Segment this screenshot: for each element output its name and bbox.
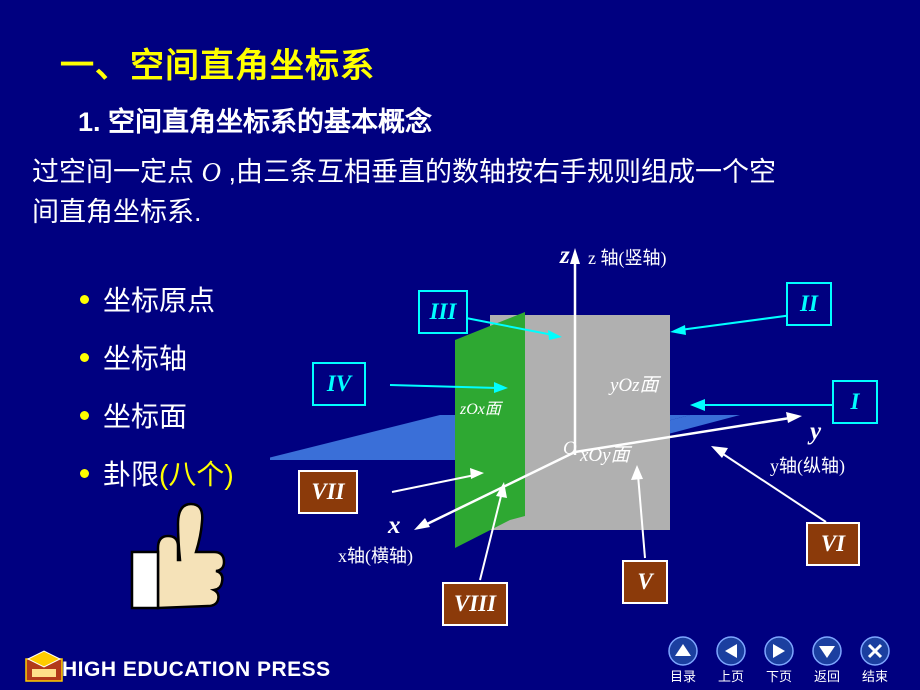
- nav-button-prev[interactable]: 上页: [716, 636, 746, 684]
- octant-tag-VII[interactable]: VII: [298, 470, 358, 514]
- octant-tag-IV[interactable]: IV: [312, 362, 366, 406]
- press-name: HIGH EDUCATION PRESS: [62, 658, 331, 681]
- axis-note-x: x轴(横轴): [338, 546, 413, 566]
- octant-tag-V[interactable]: V: [622, 560, 668, 604]
- bullet-text: 坐标轴: [103, 343, 188, 374]
- triangle-right-icon[interactable]: [764, 636, 794, 666]
- nav-button-end[interactable]: 结束: [860, 636, 890, 684]
- list-item: 卦限(八个): [80, 444, 234, 502]
- axis-note-y: y轴(纵轴): [770, 456, 845, 476]
- triangle-up-icon[interactable]: [668, 636, 698, 666]
- section-subtitle: 1. 空间直角坐标系的基本概念: [78, 107, 433, 137]
- plane-label-xoy: xOy面: [580, 445, 630, 466]
- coordinate-system-diagram: z z 轴(竖轴) y y轴(纵轴) x x轴(横轴) O yOz面 zOx面 …: [260, 230, 910, 630]
- footer-bar: HIGH EDUCATION PRESS 目录 上页: [0, 634, 920, 690]
- bullet-dot-icon: [80, 468, 89, 478]
- plane-label-zox: zOx面: [460, 401, 501, 418]
- triangle-down-icon[interactable]: [812, 636, 842, 666]
- list-item: 坐标原点: [80, 270, 234, 328]
- origin-label: O: [563, 438, 577, 459]
- press-logo-icon: [25, 650, 63, 682]
- octant-tag-VIII[interactable]: VIII: [442, 582, 508, 626]
- footer-nav: 目录 上页 下页: [668, 636, 908, 688]
- bullet-text: 卦限(八个): [103, 459, 234, 490]
- bullet-dot-icon: [80, 294, 89, 304]
- paragraph-part-2: ,由三条互相垂直的数轴按右手规则组成一个空间直角坐标系.: [32, 157, 777, 227]
- paragraph-part-1: 过空间一定点: [32, 157, 202, 187]
- paragraph-point-symbol: O: [201, 157, 222, 187]
- plane-label-yoz: yOz面: [610, 375, 659, 396]
- bullet-text: 坐标原点: [103, 285, 216, 316]
- bullet-dot-icon: [80, 410, 89, 420]
- list-item: 坐标轴: [80, 328, 234, 386]
- octant-tag-III[interactable]: III: [418, 290, 468, 334]
- bullet-list: 坐标原点 坐标轴 坐标面 卦限(八个): [80, 270, 234, 502]
- nav-button-contents[interactable]: 目录: [668, 636, 698, 684]
- axis-label-z: z: [560, 242, 570, 269]
- axis-label-y: y: [810, 418, 822, 445]
- thumbs-up-icon: [130, 502, 226, 610]
- bullet-text: 坐标面: [103, 401, 188, 432]
- nav-button-back[interactable]: 返回: [812, 636, 842, 684]
- octant-tag-II[interactable]: II: [786, 282, 832, 326]
- octant-tag-I[interactable]: I: [832, 380, 878, 424]
- body-paragraph: 过空间一定点 O ,由三条互相垂直的数轴按右手规则组成一个空间直角坐标系.: [32, 152, 792, 232]
- list-item: 坐标面: [80, 386, 234, 444]
- diagram-svg: [260, 248, 850, 581]
- nav-label-next[interactable]: 下页: [765, 669, 792, 684]
- triangle-left-icon[interactable]: [716, 636, 746, 666]
- close-icon[interactable]: [860, 636, 890, 666]
- octant-tag-VI[interactable]: VI: [806, 522, 860, 566]
- nav-button-next[interactable]: 下页: [764, 636, 794, 684]
- axis-label-x: x: [388, 512, 401, 539]
- axis-note-z: z 轴(竖轴): [588, 248, 667, 268]
- nav-label-end[interactable]: 结束: [861, 669, 888, 684]
- nav-label-contents[interactable]: 目录: [669, 669, 696, 684]
- bullet-dot-icon: [80, 352, 89, 362]
- nav-label-prev[interactable]: 上页: [717, 669, 744, 684]
- page-title: 一、空间直角坐标系: [60, 47, 375, 85]
- nav-label-back[interactable]: 返回: [813, 669, 840, 684]
